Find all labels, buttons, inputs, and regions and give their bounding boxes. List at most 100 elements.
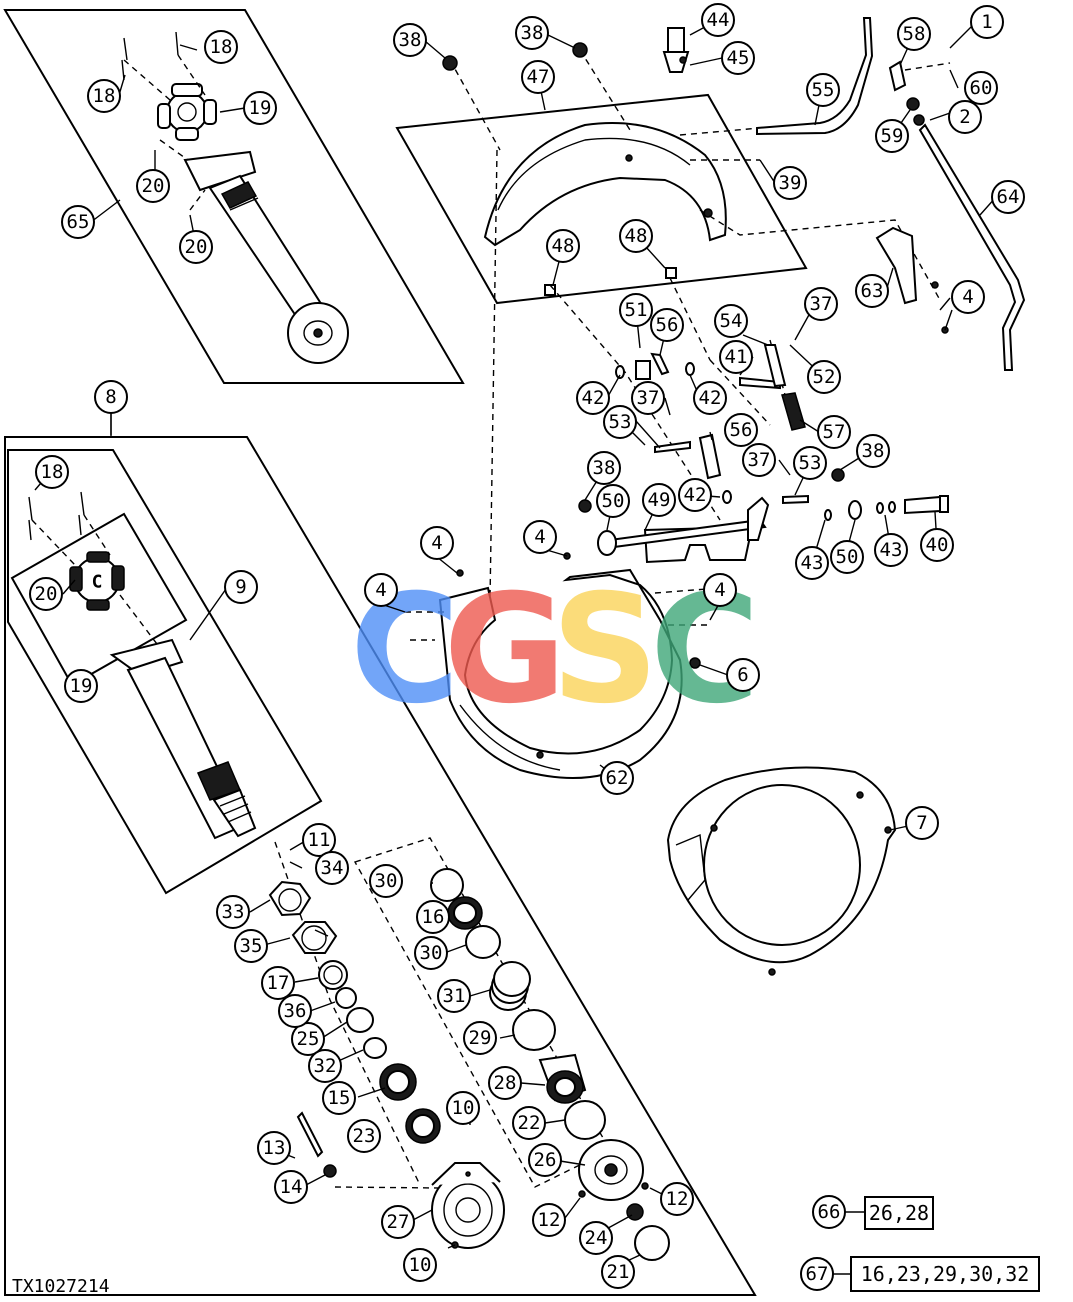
- callout-57: 57: [817, 415, 851, 449]
- lower-left-parts: [268, 841, 505, 1249]
- svg-text:8: 8: [105, 386, 116, 408]
- callout-33: 33: [216, 895, 250, 929]
- svg-text:56: 56: [730, 419, 753, 441]
- svg-text:34: 34: [321, 857, 344, 879]
- svg-text:43: 43: [801, 552, 824, 574]
- svg-text:17: 17: [267, 972, 290, 994]
- callout-19-b: 19: [64, 669, 98, 703]
- callout-48-b: 48: [619, 219, 653, 253]
- svg-text:15: 15: [328, 1087, 351, 1109]
- callout-36: 36: [278, 994, 312, 1028]
- housing-7: [666, 766, 897, 976]
- svg-text:29: 29: [469, 1027, 492, 1049]
- svg-text:4: 4: [714, 579, 725, 601]
- callout-39: 39: [773, 166, 807, 200]
- svg-text:18: 18: [41, 461, 64, 483]
- callout-50-a: 50: [596, 484, 630, 518]
- svg-text:13: 13: [263, 1137, 286, 1159]
- svg-text:32: 32: [314, 1055, 337, 1077]
- callout-30-b: 30: [414, 936, 448, 970]
- svg-text:4: 4: [534, 526, 545, 548]
- svg-text:22: 22: [518, 1112, 541, 1134]
- callout-2: 2: [948, 100, 982, 134]
- svg-text:23: 23: [353, 1125, 376, 1147]
- callout-34: 34: [315, 851, 349, 885]
- callout-22: 22: [512, 1106, 546, 1140]
- watermark-letter-s: S: [551, 563, 659, 737]
- callout-17: 17: [261, 966, 295, 1000]
- callout-53-b: 53: [793, 446, 827, 480]
- callout-58: 58: [897, 17, 931, 51]
- svg-text:62: 62: [606, 767, 629, 789]
- svg-text:49: 49: [648, 489, 671, 511]
- callout-38-d: 38: [856, 434, 890, 468]
- kit-67-contents: 16,23,29,30,32: [861, 1262, 1030, 1286]
- svg-text:7: 7: [916, 812, 927, 834]
- callout-28: 28: [488, 1066, 522, 1100]
- svg-text:66: 66: [818, 1201, 841, 1223]
- callout-27: 27: [381, 1205, 415, 1239]
- svg-text:14: 14: [280, 1176, 303, 1198]
- callout-12-a: 12: [660, 1182, 694, 1216]
- svg-text:18: 18: [93, 85, 116, 107]
- svg-text:56: 56: [656, 314, 679, 336]
- callout-37-a: 37: [804, 287, 838, 321]
- callout-38-c: 38: [587, 451, 621, 485]
- callout-38-a: 38: [393, 23, 427, 57]
- svg-text:54: 54: [720, 310, 743, 332]
- callout-49: 49: [642, 483, 676, 517]
- svg-text:C: C: [92, 572, 103, 593]
- svg-text:18: 18: [210, 36, 233, 58]
- svg-text:35: 35: [240, 935, 263, 957]
- callout-31: 31: [437, 979, 471, 1013]
- panel-drive-shaft-65: [3, 9, 465, 384]
- callout-64: 64: [991, 180, 1025, 214]
- callout-24: 24: [579, 1221, 613, 1255]
- svg-text:33: 33: [222, 901, 245, 923]
- callout-16: 16: [416, 900, 450, 934]
- callout-29: 29: [463, 1021, 497, 1055]
- svg-text:4: 4: [962, 286, 973, 308]
- callout-23: 23: [347, 1119, 381, 1153]
- svg-text:12: 12: [666, 1188, 689, 1210]
- svg-text:42: 42: [699, 387, 722, 409]
- kit-parts-column: [353, 837, 670, 1261]
- callout-63: 63: [855, 274, 889, 308]
- callout-52: 52: [807, 360, 841, 394]
- svg-text:24: 24: [585, 1227, 608, 1249]
- svg-text:55: 55: [812, 79, 835, 101]
- svg-text:19: 19: [70, 675, 93, 697]
- callout-20-c: 20: [29, 577, 63, 611]
- callout-32: 32: [308, 1049, 342, 1083]
- svg-text:60: 60: [970, 77, 993, 99]
- callout-25: 25: [291, 1022, 325, 1056]
- callout-45: 45: [721, 41, 755, 75]
- svg-text:1: 1: [981, 11, 992, 33]
- svg-text:37: 37: [748, 449, 771, 471]
- svg-text:10: 10: [409, 1254, 432, 1276]
- callout-30-a: 30: [369, 864, 403, 898]
- svg-text:30: 30: [375, 870, 398, 892]
- svg-text:58: 58: [903, 23, 926, 45]
- callout-4-e: 4: [703, 573, 737, 607]
- callout-13: 13: [257, 1131, 291, 1165]
- callout-21: 21: [601, 1255, 635, 1289]
- svg-text:28: 28: [494, 1072, 517, 1094]
- callout-9: 9: [224, 570, 258, 604]
- callout-44: 44: [701, 3, 735, 37]
- callout-56-a: 56: [650, 308, 684, 342]
- svg-text:39: 39: [779, 172, 802, 194]
- linkage-55-64: [756, 17, 1026, 371]
- svg-text:25: 25: [297, 1028, 320, 1050]
- callout-43-a: 43: [795, 546, 829, 580]
- callout-4-c: 4: [523, 520, 557, 554]
- svg-text:27: 27: [387, 1211, 410, 1233]
- callout-48-a: 48: [546, 229, 580, 263]
- kit-66-contents: 26,28: [869, 1201, 929, 1225]
- svg-text:38: 38: [862, 440, 885, 462]
- svg-text:42: 42: [582, 387, 605, 409]
- svg-text:26: 26: [534, 1149, 557, 1171]
- svg-text:19: 19: [249, 97, 272, 119]
- svg-text:31: 31: [443, 985, 466, 1007]
